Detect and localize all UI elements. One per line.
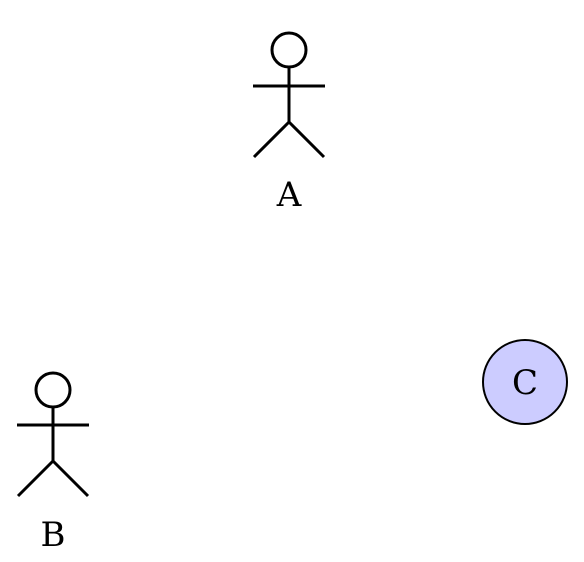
actor-b-right-leg [51,459,90,498]
actor-a-head [270,31,308,69]
actor-b-label: B [41,515,66,555]
actor-a-left-leg [252,120,291,159]
stick-figure-icon [16,371,90,498]
node-c-label: C [512,363,538,403]
actor-b: B [16,371,90,555]
actor-a-label: A [276,175,302,215]
actor-b-left-leg [16,459,55,498]
node-c: C [482,339,568,425]
actor-a-right-leg [287,120,326,159]
node-c-circle [482,339,568,425]
stick-figure-icon [252,31,326,159]
actor-a: A [252,31,326,215]
actor-b-head [34,371,72,409]
